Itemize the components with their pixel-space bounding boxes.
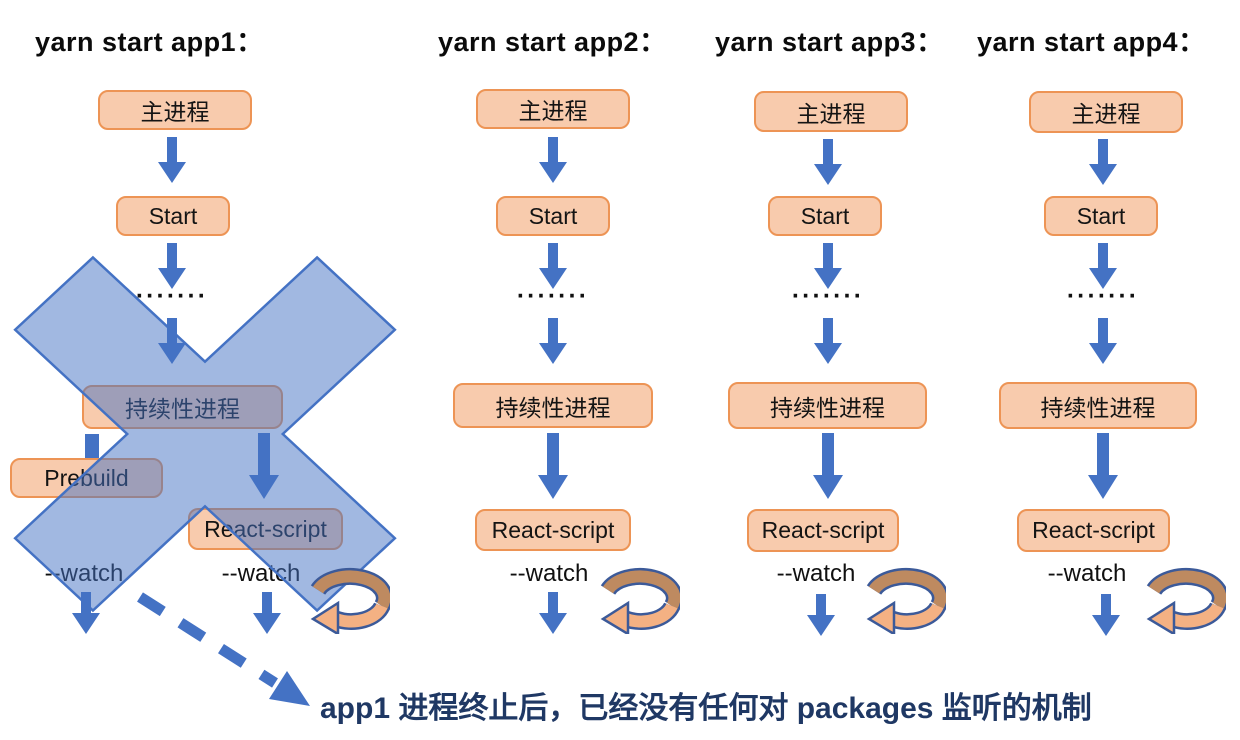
flow-title-app2: yarn start app2：	[438, 27, 667, 57]
down-arrow-icon	[539, 137, 567, 183]
start-box: Start	[1044, 196, 1158, 236]
react-script-label: React-script	[1032, 517, 1155, 543]
persistent-process-box: 持续性进程	[999, 382, 1197, 429]
persistent-process-label: 持续性进程	[495, 394, 611, 421]
start-label: Start	[800, 202, 850, 229]
main-process-label: 主进程	[140, 99, 210, 125]
main-process-box: 主进程	[754, 91, 908, 132]
main-process-label: 主进程	[518, 98, 588, 124]
down-arrow-icon	[539, 318, 567, 364]
react-script-box: React-script	[1017, 509, 1170, 552]
start-box: Start	[768, 196, 882, 236]
persistent-process-label: 持续性进程	[770, 394, 885, 421]
persistent-process-label: 持续性进程	[1040, 394, 1156, 421]
terminate-cross-icon	[0, 235, 420, 645]
down-arrow-icon	[538, 433, 568, 499]
flow-title-app1: yarn start app1：	[35, 27, 264, 57]
watch-flag-label: --watch	[1047, 560, 1127, 587]
react-script-box: React-script	[747, 509, 899, 552]
annotation-text: app1 进程终止后，已经没有任何对 packages 监听的机制	[320, 692, 1092, 725]
loop-arrow-icon	[866, 567, 946, 634]
down-arrow-icon	[1089, 318, 1117, 364]
down-arrow-icon	[814, 139, 842, 185]
loop-arrow-icon	[600, 567, 680, 634]
main-process-box: 主进程	[98, 90, 252, 130]
down-arrow-icon	[85, 434, 99, 459]
down-arrow-icon	[253, 592, 281, 634]
loop-arrow-icon	[1146, 567, 1226, 634]
flow-title-app4: yarn start app4：	[977, 27, 1206, 57]
down-arrow-icon	[539, 243, 567, 289]
ellipsis-dots: ·······	[516, 282, 590, 310]
down-arrow-icon	[72, 592, 100, 634]
persistent-process-box: 持续性进程	[453, 383, 653, 428]
start-label: Start	[528, 202, 578, 229]
main-process-label: 主进程	[796, 100, 866, 127]
start-box: Start	[116, 196, 230, 236]
ellipsis-dots: ·······	[1066, 282, 1140, 310]
down-arrow-icon	[539, 592, 567, 634]
watch-flag-label: --watch	[776, 560, 856, 587]
down-arrow-icon	[1089, 243, 1117, 289]
watch-flag-label: --watch	[509, 560, 589, 587]
down-arrow-icon	[158, 137, 186, 183]
react-script-box: React-script	[475, 509, 631, 551]
down-arrow-icon	[807, 594, 835, 636]
down-arrow-icon	[814, 243, 842, 289]
ellipsis-dots: ·······	[791, 282, 865, 310]
start-label: Start	[148, 202, 198, 229]
start-label: Start	[1076, 202, 1126, 229]
down-arrow-icon	[1088, 433, 1118, 499]
down-arrow-icon	[1089, 139, 1117, 185]
down-arrow-icon	[813, 433, 843, 499]
main-process-label: 主进程	[1071, 101, 1141, 127]
main-process-box: 主进程	[476, 89, 630, 129]
loop-arrow-icon	[310, 567, 390, 634]
dashed-pointer-arrow-icon	[137, 592, 310, 706]
down-arrow-icon	[158, 243, 186, 289]
react-script-label: React-script	[761, 517, 885, 543]
down-arrow-icon	[1092, 594, 1120, 636]
persistent-process-box: 持续性进程	[728, 382, 927, 429]
main-process-box: 主进程	[1029, 91, 1183, 133]
react-script-label: React-script	[491, 516, 615, 543]
ellipsis-dots: ·······	[135, 282, 209, 310]
down-arrow-icon	[814, 318, 842, 364]
start-box: Start	[496, 196, 610, 236]
flow-title-app3: yarn start app3：	[715, 27, 944, 57]
